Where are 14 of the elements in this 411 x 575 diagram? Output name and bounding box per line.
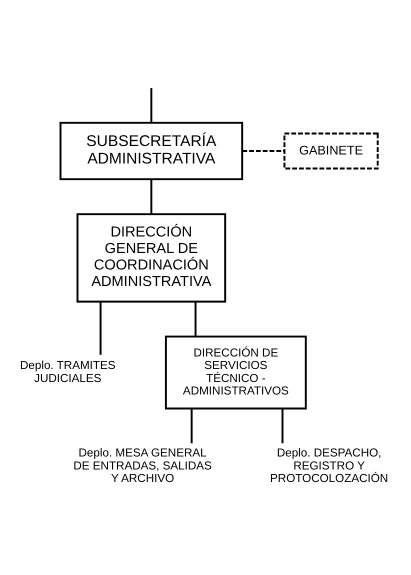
connector — [194, 301, 197, 336]
connector — [282, 408, 284, 443]
node-text: Deplo. TRAMITES JUDICIALES — [20, 358, 116, 384]
connector — [150, 178, 152, 214]
node-box: DIRECCIÓN DE SERVICIOS TÉCNICO - ADMINISTRATIVOS — [164, 335, 307, 409]
node-text: Deplo. DESPACHO, REGISTRO Y PROTOCOLOZACIÓN — [270, 446, 388, 484]
node-box: SUBSECRETARÍA ADMINISTRATIVA — [60, 121, 244, 180]
connector — [242, 150, 284, 152]
connector — [190, 408, 193, 443]
node-text: Deplo. MESA GENERAL DE ENTRADAS, SALIDAS Y ARCHIVO — [73, 446, 212, 484]
connector — [100, 301, 102, 354]
node-box: GABINETE — [283, 132, 379, 169]
node-box: DIRECCIÓN GENERAL DE COORDINACIÓN ADMINISTRATIVA — [76, 212, 226, 302]
connector — [150, 88, 152, 122]
